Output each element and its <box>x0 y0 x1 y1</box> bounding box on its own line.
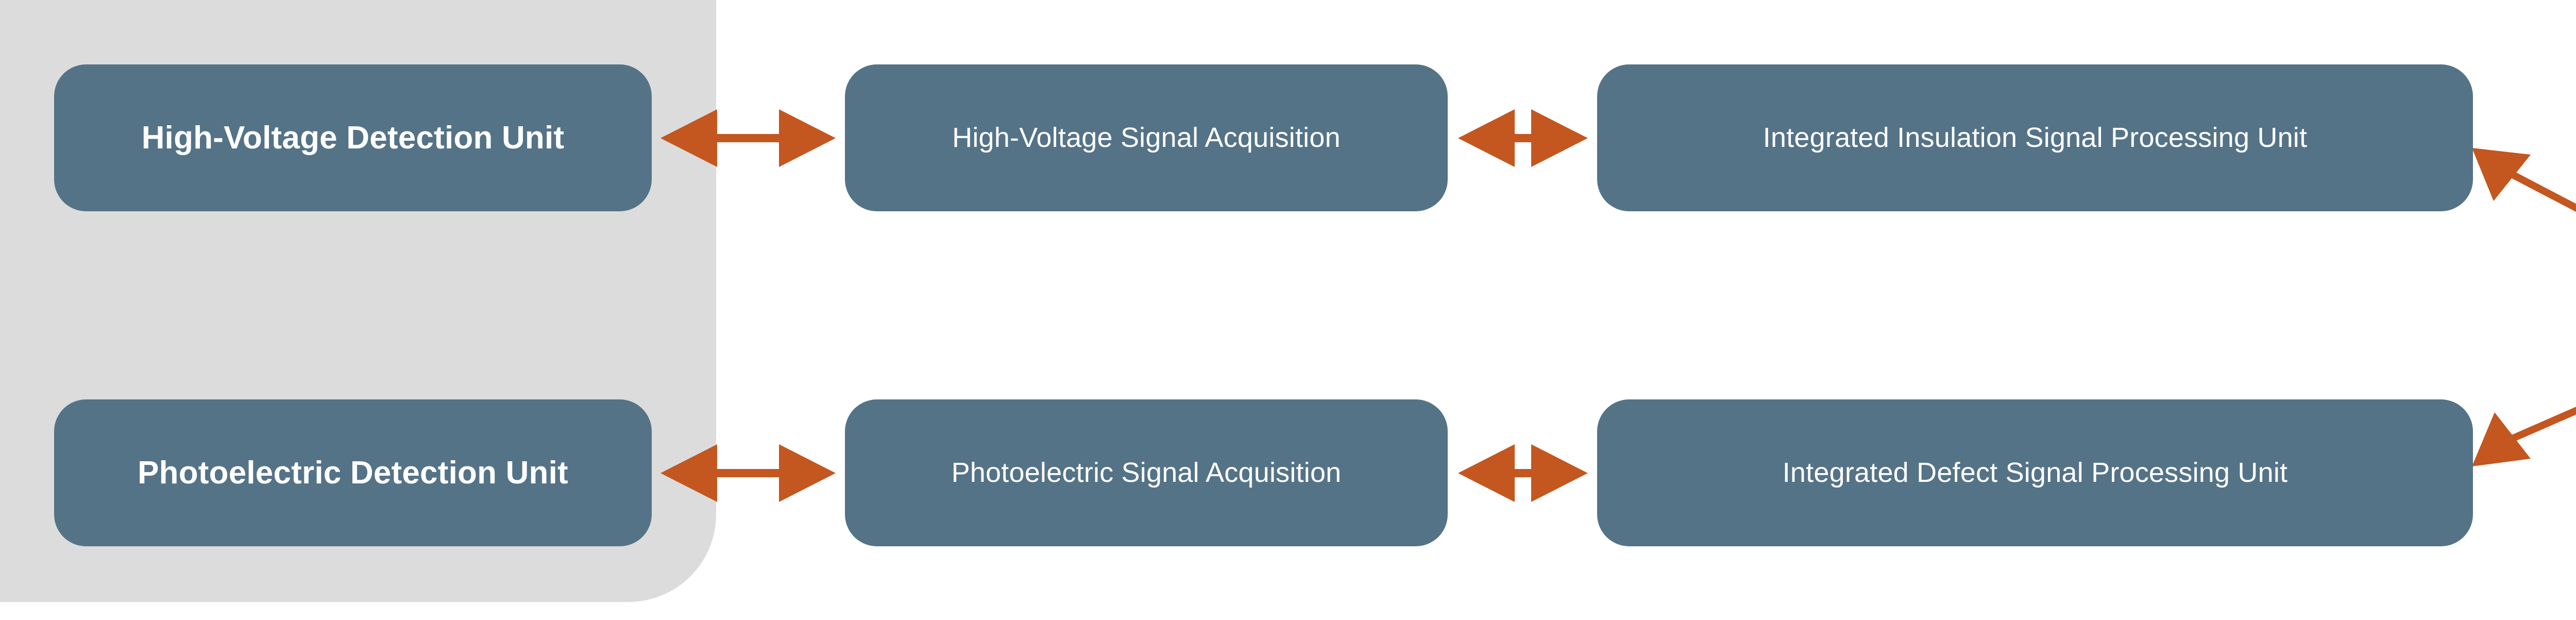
node-label: Integrated Defect Signal Processing Unit <box>1782 457 2288 489</box>
connector-insulation-processing-to-computer <box>2472 148 2576 212</box>
node-label: High-Voltage Signal Acquisition <box>952 122 1341 154</box>
node-high-voltage-detection-unit[interactable]: High-Voltage Detection Unit <box>54 64 652 211</box>
node-integrated-insulation-signal-processing-unit[interactable]: Integrated Insulation Signal Processing … <box>1597 64 2473 211</box>
arrowhead-upper-left <box>2472 148 2531 201</box>
node-label: High-Voltage Detection Unit <box>141 120 565 156</box>
arrowhead-right <box>1531 109 1588 167</box>
node-label: Photoelectric Detection Unit <box>138 455 568 491</box>
arrowhead-lower-left <box>2472 412 2531 466</box>
arrowhead-right <box>779 109 836 167</box>
connector-pe-acquisition-to-defect-processing <box>1458 444 1588 502</box>
connector-defect-processing-to-computer <box>2472 407 2576 466</box>
node-label: Integrated Insulation Signal Processing … <box>1762 122 2308 154</box>
arrowhead-left <box>1458 444 1515 502</box>
connector-hv-acquisition-to-insulation-processing <box>1458 109 1588 167</box>
node-photoelectric-signal-acquisition[interactable]: Photoelectric Signal Acquisition <box>845 399 1448 546</box>
connector-line <box>2502 407 2576 446</box>
arrowhead-left <box>1458 109 1515 167</box>
arrowhead-right <box>1531 444 1588 502</box>
node-label: Photoelectric Signal Acquisition <box>951 457 1342 489</box>
node-photoelectric-detection-unit[interactable]: Photoelectric Detection Unit <box>54 399 652 546</box>
node-high-voltage-signal-acquisition[interactable]: High-Voltage Signal Acquisition <box>845 64 1448 211</box>
arrowhead-right <box>779 444 836 502</box>
node-integrated-defect-signal-processing-unit[interactable]: Integrated Defect Signal Processing Unit <box>1597 399 2473 546</box>
connector-line <box>2502 166 2576 212</box>
